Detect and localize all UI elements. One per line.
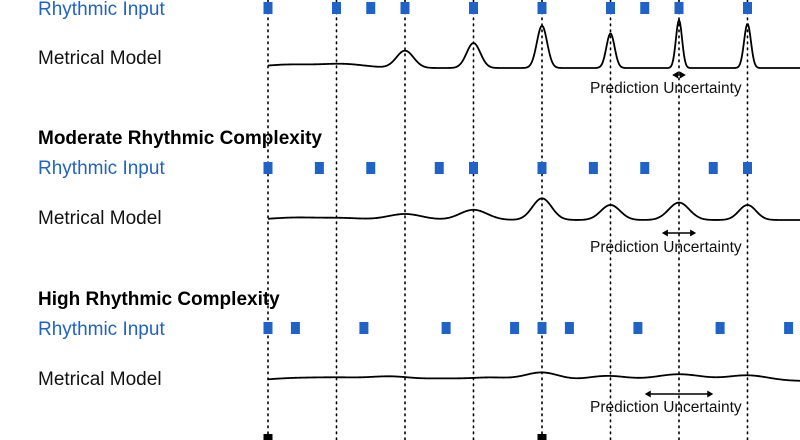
metrical-model-label: Metrical Model <box>38 48 162 69</box>
uncertainty-arrow-head-right <box>690 229 697 237</box>
rhythmic-input-markers <box>263 2 794 334</box>
rhythmic-input-marker <box>314 162 324 174</box>
rhythmic-input-marker <box>606 2 615 14</box>
rhythmic-input-marker <box>332 2 341 14</box>
bottom-beat-marker <box>263 434 273 440</box>
rhythmic-input-marker <box>537 322 547 334</box>
rhythmic-input-marker <box>510 322 520 334</box>
metrical-model-label: Metrical Model <box>38 208 162 229</box>
rhythmic-input-marker <box>359 322 369 334</box>
rhythmic-input-marker <box>640 162 650 174</box>
rhythmic-input-marker <box>564 322 574 334</box>
uncertainty-arrow-head-right <box>679 71 686 79</box>
rhythmic-input-marker <box>674 2 684 14</box>
beat-grid <box>263 0 749 440</box>
rhythmic-input-label: Rhythmic Input <box>38 158 165 179</box>
rhythmic-input-marker <box>715 322 725 334</box>
rhythmic-input-marker <box>537 2 547 14</box>
metrical-model-curve <box>267 197 800 221</box>
metrical-model-curve <box>267 17 800 69</box>
rhythmic-input-marker <box>633 322 643 334</box>
rhythmic-input-marker <box>366 162 376 174</box>
rhythmic-input-marker <box>640 2 650 14</box>
rhythmic-input-label: Rhythmic Input <box>38 0 165 20</box>
rhythmic-input-marker <box>743 2 752 14</box>
rhythmic-input-marker <box>708 162 718 174</box>
rhythmic-input-marker <box>263 322 273 334</box>
prediction-uncertainty-arrows <box>644 71 714 398</box>
rhythmic-input-marker <box>434 162 444 174</box>
rhythmic-input-marker <box>743 162 752 174</box>
rhythmic-input-marker <box>290 322 300 334</box>
prediction-uncertainty-label: Prediction Uncertainty <box>590 239 742 256</box>
rhythmic-input-marker <box>469 162 478 174</box>
rhythmic-input-label: Rhythmic Input <box>38 319 165 340</box>
metrical-model-label: Metrical Model <box>38 369 162 390</box>
rhythmic-input-marker <box>469 2 478 14</box>
metrical-model-curve <box>267 371 800 382</box>
prediction-uncertainty-label: Prediction Uncertainty <box>590 399 742 416</box>
rhythmic-input-marker <box>263 162 273 174</box>
rhythmic-input-marker <box>400 2 410 14</box>
rhythmic-input-marker <box>263 2 273 14</box>
bottom-beat-marker <box>537 434 547 440</box>
uncertainty-arrow-head-left <box>672 71 679 79</box>
rhythmic-input-marker <box>784 322 794 334</box>
rhythmic-input-marker <box>441 322 451 334</box>
rhythmic-input-marker <box>588 162 598 174</box>
rhythmic-input-marker <box>537 162 547 174</box>
section-heading-moderate: Moderate Rhythmic Complexity <box>38 128 322 149</box>
metrical-model-curves <box>267 17 800 382</box>
section-heading-high: High Rhythmic Complexity <box>38 289 280 310</box>
uncertainty-arrow-head-right <box>707 390 714 398</box>
prediction-uncertainty-label: Prediction Uncertainty <box>590 80 742 97</box>
uncertainty-arrow-head-left <box>661 229 668 237</box>
rhythmic-input-marker <box>366 2 376 14</box>
uncertainty-arrow-head-left <box>644 390 651 398</box>
